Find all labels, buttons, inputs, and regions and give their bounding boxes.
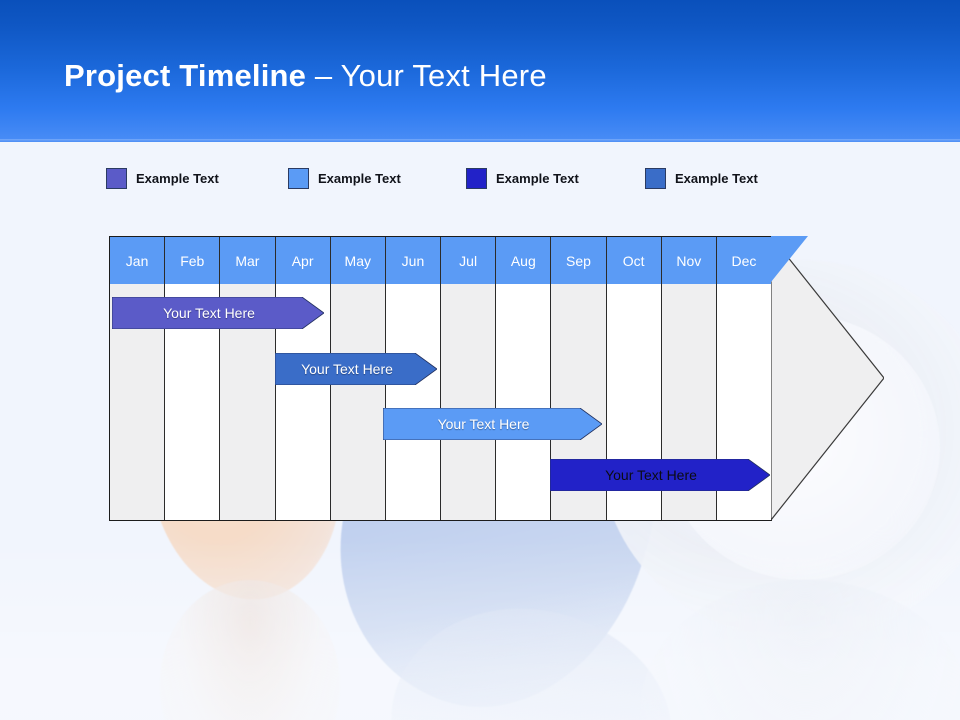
task-bar-2[interactable]: Your Text Here — [275, 353, 437, 385]
column-body-aug — [496, 284, 550, 520]
legend-item-2[interactable]: Example Text — [288, 168, 401, 189]
legend-label-1: Example Text — [136, 171, 219, 186]
column-body-jul — [441, 284, 496, 520]
page-title: Project Timeline – Your Text Here — [64, 58, 547, 94]
timeline-column-aug: Aug — [496, 237, 552, 520]
month-header-feb[interactable]: Feb — [165, 237, 220, 284]
background-artwork — [0, 140, 960, 720]
month-header-jul[interactable]: Jul — [441, 237, 496, 284]
month-header-aug[interactable]: Aug — [496, 237, 551, 284]
timeline-column-oct: Oct — [606, 237, 662, 520]
month-header-dec[interactable]: Dec — [716, 237, 772, 284]
month-header-nov[interactable]: Nov — [661, 237, 716, 284]
decorative-floor-sheen — [0, 540, 960, 720]
timeline-column-feb: Feb — [165, 237, 221, 520]
month-header-jun[interactable]: Jun — [385, 237, 441, 284]
page-title-bold: Project Timeline — [64, 58, 307, 93]
column-body-jun — [386, 284, 440, 520]
legend-swatch-4 — [645, 168, 666, 189]
legend-label-2: Example Text — [318, 171, 401, 186]
task-bar-shape-1 — [112, 297, 324, 329]
timeline-column-jul: Jul — [441, 237, 497, 520]
month-header-sep[interactable]: Sep — [551, 237, 606, 284]
task-bar-shape-3 — [383, 408, 602, 440]
legend-item-4[interactable]: Example Text — [645, 168, 758, 189]
legend-label-4: Example Text — [675, 171, 758, 186]
page-title-separator: – — [306, 58, 341, 93]
task-bar-1[interactable]: Your Text Here — [112, 297, 324, 329]
column-body-may — [330, 284, 385, 520]
timeline-column-jan: Jan — [110, 237, 166, 520]
legend-swatch-2 — [288, 168, 309, 189]
legend-item-3[interactable]: Example Text — [466, 168, 579, 189]
timeline-arrow-head — [771, 236, 884, 521]
page-title-light: Your Text Here — [340, 58, 547, 93]
task-bar-shape-4 — [550, 459, 770, 491]
task-bar-4[interactable]: Your Text Here — [550, 459, 770, 491]
month-header-jan[interactable]: Jan — [110, 237, 165, 284]
legend-swatch-1 — [106, 168, 127, 189]
timeline-column-may: May — [330, 237, 386, 520]
timeline-column-dec: Dec — [716, 237, 772, 520]
timeline-column-jun: Jun — [385, 237, 442, 520]
legend-label-3: Example Text — [496, 171, 579, 186]
header-banner: Project Timeline – Your Text Here — [0, 0, 960, 142]
legend-swatch-3 — [466, 168, 487, 189]
month-header-mar[interactable]: Mar — [220, 237, 275, 284]
task-bar-shape-2 — [275, 353, 437, 385]
task-bar-3[interactable]: Your Text Here — [383, 408, 602, 440]
timeline-column-mar: Mar — [220, 237, 276, 520]
timeline-column-apr: Apr — [275, 237, 331, 520]
month-header-apr[interactable]: Apr — [275, 237, 330, 284]
legend-item-1[interactable]: Example Text — [106, 168, 219, 189]
month-header-may[interactable]: May — [330, 237, 385, 284]
month-header-oct[interactable]: Oct — [606, 237, 661, 284]
legend: Example Text Example Text Example Text Exam… — [106, 168, 866, 196]
